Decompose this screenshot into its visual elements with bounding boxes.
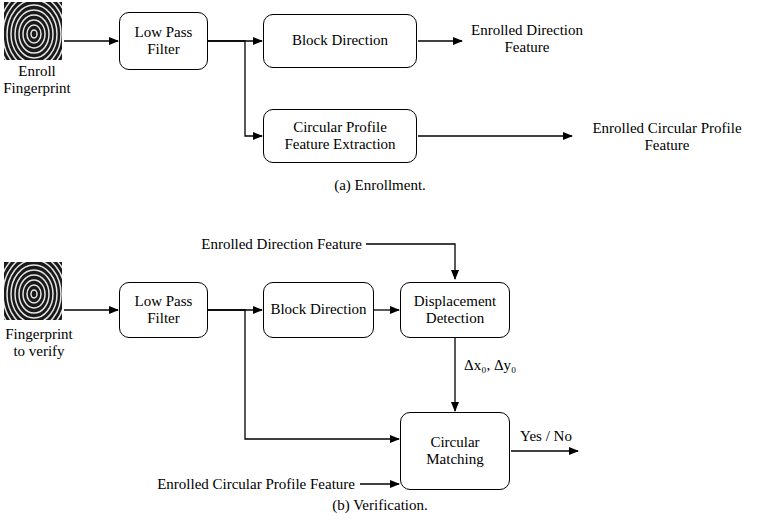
sub-caption: (a) Enrollment. (230, 177, 530, 194)
box-text: Low Pass Filter (125, 293, 202, 328)
feature-arrow (360, 483, 399, 484)
input-label: Enrolled Direction Feature (172, 236, 362, 253)
input-arrow (64, 309, 118, 310)
flow-arrow (208, 41, 262, 136)
box-text: Block Direction (292, 32, 388, 49)
result-label: Yes / No (514, 428, 578, 445)
fingerprint-image (0, 250, 69, 338)
edge-label: Δx₀, Δy₀ (462, 357, 518, 374)
input-arrow (64, 40, 118, 41)
filter-box: Low Pass Filter (119, 12, 208, 70)
box-text: Block Direction (270, 301, 366, 318)
image-caption: Enroll Fingerprint (0, 63, 74, 98)
box-text: Circular Profile Feature Extraction (269, 119, 411, 154)
image-caption: Fingerprint to verify (0, 326, 78, 361)
output-arrow (418, 40, 462, 41)
box-text: Low Pass Filter (125, 24, 202, 59)
box-text: Displacement Detection (406, 293, 504, 328)
matching-box: Circular Matching (400, 412, 510, 490)
filter-box: Low Pass Filter (119, 282, 208, 338)
process-box: Block Direction (263, 14, 417, 68)
process-box: Circular Profile Feature Extraction (263, 109, 417, 163)
flow-arrow (374, 309, 399, 310)
output-arrow (418, 135, 572, 136)
output-label: Enrolled Direction Feature (466, 22, 588, 57)
result-arrow (511, 450, 578, 451)
output-label: Enrolled Circular Profile Feature (578, 120, 756, 155)
process-box: Displacement Detection (400, 282, 510, 338)
input-label: Enrolled Circular Profile Feature (140, 476, 355, 493)
feature-arrow (366, 244, 455, 279)
box-text: Circular Matching (406, 434, 504, 469)
process-box: Block Direction (263, 282, 374, 338)
flow-arrow (454, 338, 455, 411)
sub-caption: (b) Verification. (230, 497, 530, 514)
